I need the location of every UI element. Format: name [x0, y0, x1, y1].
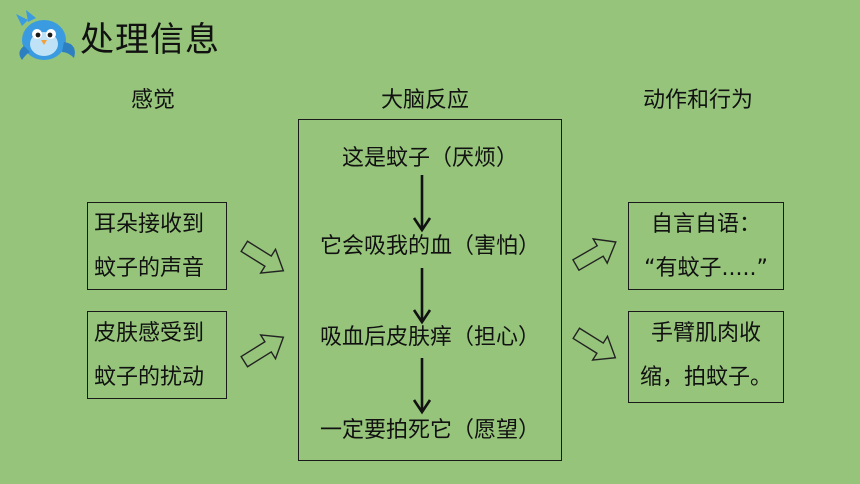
down-arrow-2 [412, 268, 432, 325]
brain-step-3: 吸血后皮肤痒（担心） [319, 325, 540, 350]
column-heading-brain: 大脑反应 [381, 88, 470, 113]
brain-step-4: 一定要拍死它（愿望） [319, 418, 540, 443]
brain-step-2: 它会吸我的血（害怕） [319, 234, 540, 259]
column-heading-action: 动作和行为 [643, 88, 754, 113]
down-arrow-1 [412, 175, 432, 233]
hollow-arrow-brain-to-muscle [572, 327, 617, 361]
sense-box-skin: 皮肤感受到 蚊子的扰动 [87, 311, 227, 399]
action-box-speech: 自言自语： “有蚊子.....” [628, 202, 784, 290]
sense-hearing-line1: 耳朵接收到 [94, 212, 205, 237]
action-muscle-line2: 缩，拍蚊子。 [639, 365, 772, 390]
action-speech-line2: “有蚊子.....” [644, 256, 768, 281]
down-arrow-3 [412, 358, 432, 415]
action-box-muscle: 手臂肌肉收 缩，拍蚊子。 [628, 311, 784, 403]
hollow-arrow-skin-to-brain [240, 334, 285, 368]
page-title: 处理信息 [80, 20, 220, 60]
action-muscle-line1: 手臂肌肉收 [650, 321, 761, 346]
bird-mascot-icon [14, 8, 80, 64]
brain-response-box [298, 119, 562, 461]
hollow-arrow-hearing-to-brain [240, 240, 285, 274]
action-speech-line1: 自言自语： [650, 212, 761, 237]
brain-step-1: 这是蚊子（厌烦） [341, 146, 518, 171]
hollow-arrow-brain-to-speech [571, 237, 617, 272]
sense-hearing-line2: 蚊子的声音 [94, 256, 205, 281]
sense-skin-line2: 蚊子的扰动 [94, 365, 205, 390]
sense-skin-line1: 皮肤感受到 [94, 321, 205, 346]
column-heading-sense: 感觉 [131, 88, 176, 113]
sense-box-hearing: 耳朵接收到 蚊子的声音 [87, 202, 227, 290]
